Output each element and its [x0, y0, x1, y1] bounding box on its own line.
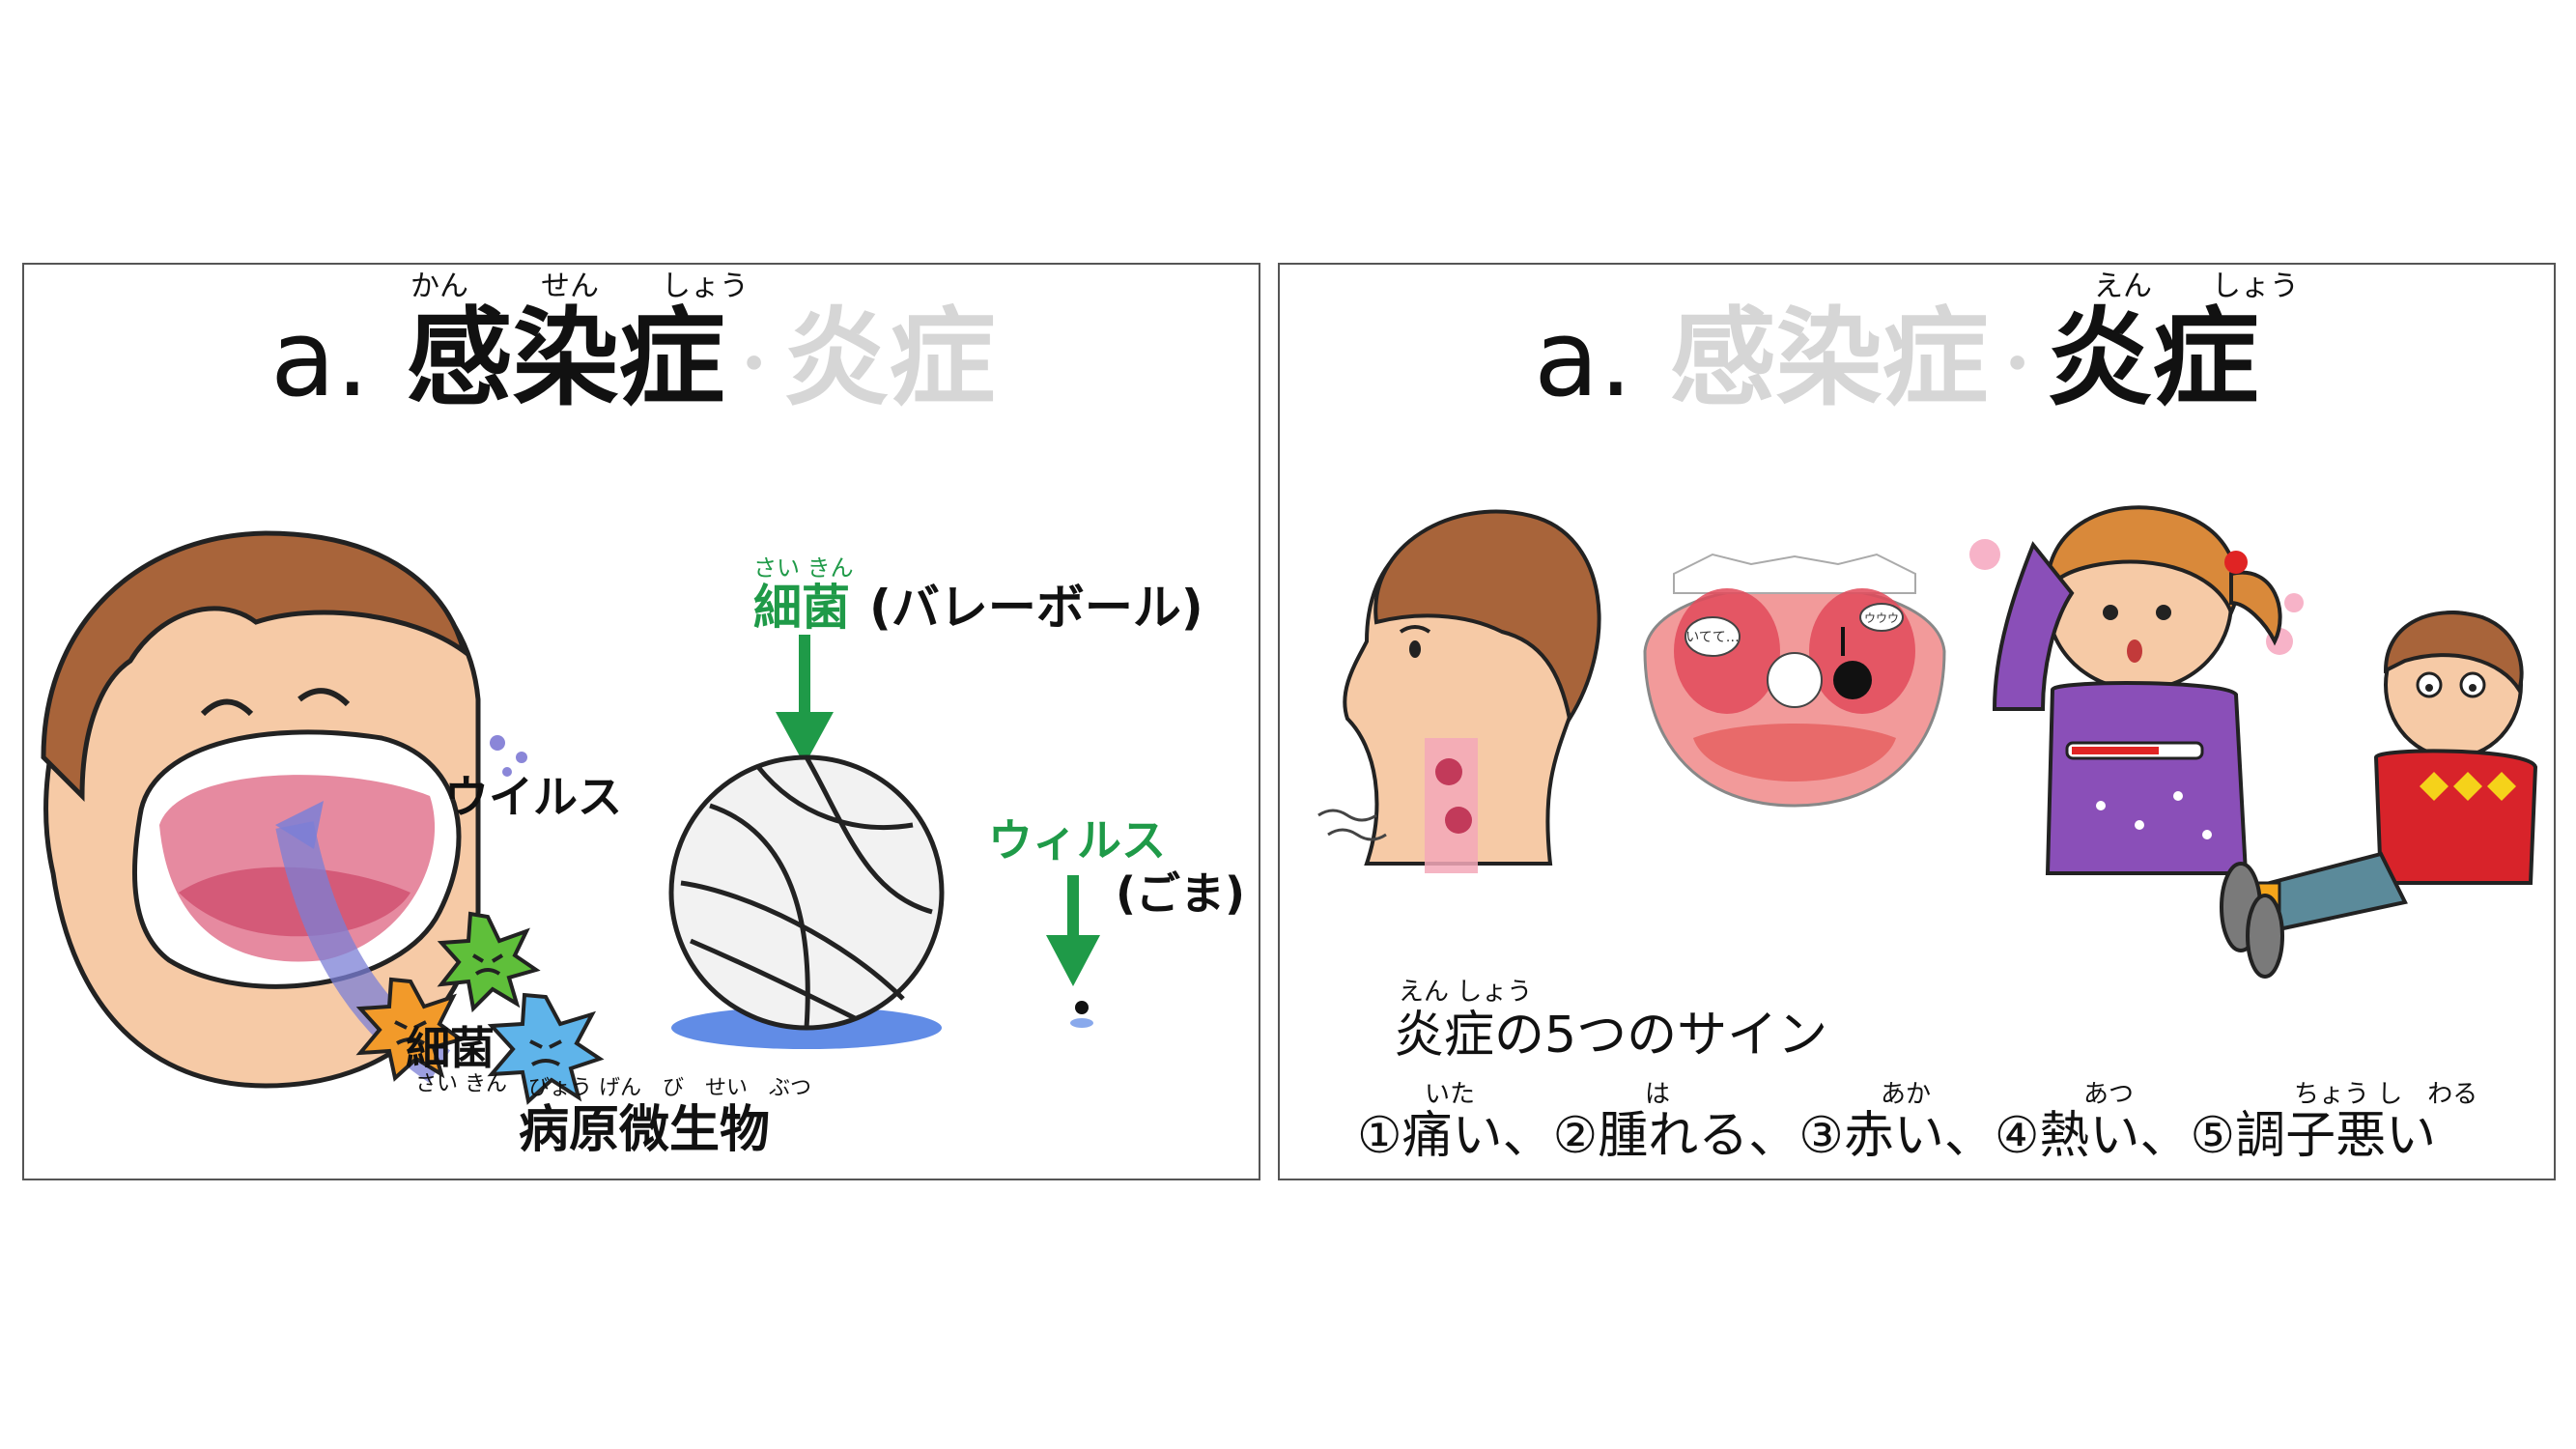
pathogen-ruby: びょう げん び せい ぶつ: [528, 1076, 811, 1100]
signs-heading: 炎症の5つのサイン: [1394, 1007, 1828, 1065]
title-ruby-shou: しょう: [2212, 270, 2299, 303]
virus-example-label: (ごま): [1116, 867, 1246, 920]
title-inflammation-faded: 炎症: [782, 297, 996, 420]
boy-open-mouth-illustration: [41, 530, 605, 1105]
bacteria-in-mouth-label: 細菌: [406, 1022, 495, 1074]
signs-list: ①痛い、②腫れる、③赤い、④熱い、⑤調子悪い: [1357, 1107, 2437, 1165]
title-inflammation: 炎症: [2046, 297, 2259, 420]
bacteria-in-mouth-ruby: さい きん: [415, 1072, 507, 1096]
bacteria-green: [437, 911, 541, 1013]
green-arrow-icon: [776, 635, 834, 765]
title-ruby-shou: しょう: [662, 270, 749, 303]
volleyball-icon: [668, 754, 945, 1049]
bacteria-ruby: さい きん: [753, 554, 854, 582]
sesame-dot-icon: [1070, 1001, 1093, 1028]
sore-throat-person-illustration: [1317, 509, 1601, 873]
virus-label: ウィルス: [988, 814, 1166, 867]
title-prefix: a.: [1534, 297, 1633, 420]
signs-heading-ruby: えん しょう: [1399, 978, 1533, 1007]
bubble-text-1: いてて…: [1685, 630, 1740, 645]
title-prefix: a.: [270, 297, 370, 420]
virus-in-mouth-label: ウイルス: [444, 771, 622, 823]
bacteria-label: 細菌: [753, 580, 850, 636]
sign-ruby-5: ちょう し わる: [2294, 1080, 2478, 1109]
pathogen-label: 病原微生物: [519, 1101, 771, 1159]
sign-ruby-2: は: [1645, 1080, 1671, 1109]
title-ruby-en: えん: [2094, 270, 2152, 303]
title-ruby-kan: かん: [410, 270, 468, 303]
title-dot: ・: [1988, 331, 2047, 400]
slide-infection: かん せん しょう a. 感染症・炎症 ウイルス 細菌 さ: [22, 263, 1260, 1180]
sign-ruby-1: いた: [1425, 1080, 1476, 1109]
title-dot: ・: [724, 331, 783, 400]
slide-title: a. 感染症・炎症: [270, 305, 996, 412]
bacteria-example-label: (バレーボール): [869, 580, 1203, 636]
sign-ruby-4: あつ: [2083, 1080, 2135, 1109]
slide-title: a. 感染症・炎症: [1534, 305, 2259, 412]
title-infection: 感染症: [406, 297, 725, 420]
inflamed-throat-illustration: いてて… ウウウ: [1643, 553, 1946, 808]
bacteria-blue: [487, 992, 605, 1105]
bubble-text-2: ウウウ: [1864, 611, 1899, 625]
green-arrow-small-icon: [1046, 875, 1100, 986]
title-infection-faded: 感染症: [1669, 297, 1989, 420]
title-ruby-sen: せん: [541, 270, 599, 303]
sitting-boy-illustration: [2220, 611, 2538, 979]
girl-fever-illustration: [1969, 505, 2304, 875]
slide-inflammation: えん しょう a. 感染症・炎症 いてて… ウウウ: [1278, 263, 2556, 1180]
sign-ruby-3: あか: [1881, 1080, 1932, 1109]
bacteria-orange: [355, 977, 466, 1082]
